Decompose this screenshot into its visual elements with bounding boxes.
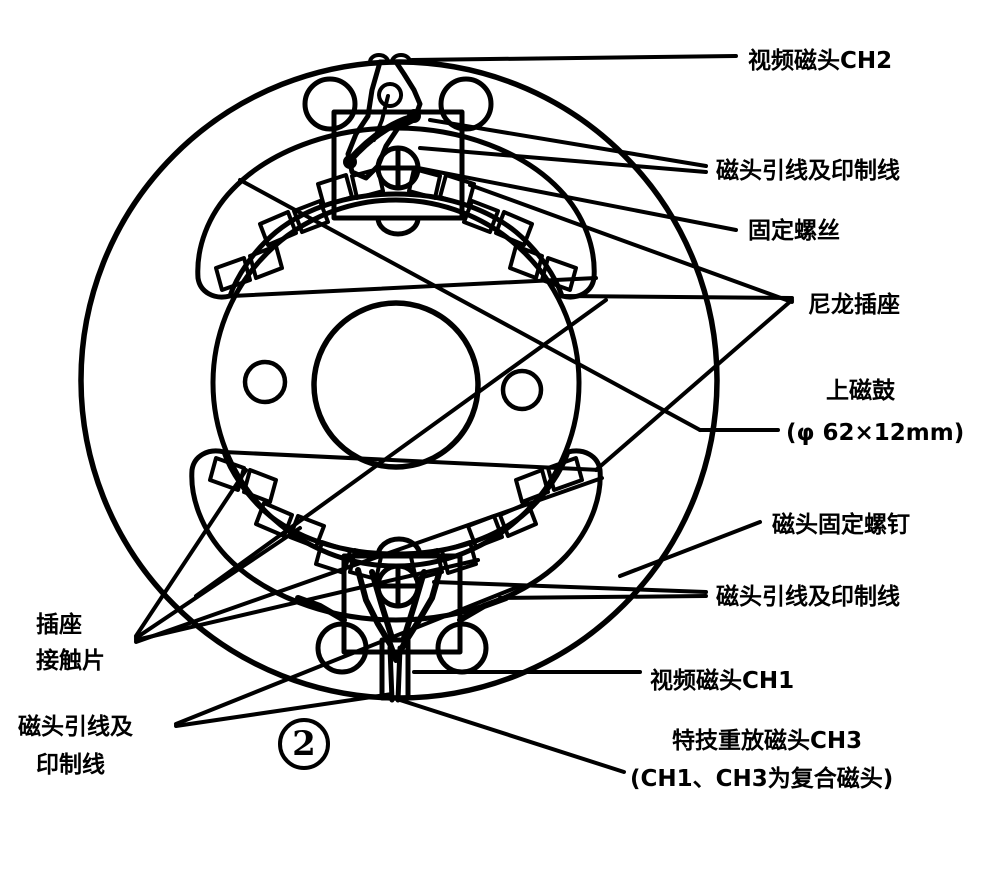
label-upper-drum-dimensions: (φ 62×12mm) — [786, 420, 965, 446]
leader-lines-right — [398, 54, 794, 774]
label-head-leads-left-line1: 磁头引线及 — [18, 714, 133, 740]
label-trick-play-head-ch3: 特技重放磁头CH3 — [672, 728, 863, 754]
label-video-head-ch2: 视频磁头CH2 — [748, 48, 893, 74]
internal-wiring-lines — [194, 178, 702, 598]
label-head-leads-printed-wire-top: 磁头引线及印制线 — [716, 158, 900, 184]
bolt-hole-right — [500, 368, 544, 412]
video-head-mount-ch1-ch3 — [295, 536, 509, 703]
label-nylon-socket: 尼龙插座 — [808, 292, 900, 318]
phillips-screw-icon-top — [375, 145, 421, 191]
label-socket-contact-line1: 插座 — [36, 612, 82, 638]
leader-lines-left — [134, 468, 604, 728]
label-head-leads-printed-wire-bottom: 磁头引线及印制线 — [716, 584, 900, 610]
bolt-hole-left — [242, 359, 288, 405]
label-fixing-screw: 固定螺丝 — [748, 218, 840, 244]
label-head-leads-left-line2: 印制线 — [36, 752, 105, 778]
label-head-fixing-bolt: 磁头固定螺钉 — [772, 512, 910, 538]
figure-number-marker: 2 — [278, 718, 330, 770]
hub-bore-circle — [311, 300, 481, 470]
phillips-screw-icon-bottom — [375, 563, 421, 609]
label-video-head-ch1: 视频磁头CH1 — [650, 668, 795, 694]
label-composite-head-note: (CH1、CH3为复合磁头) — [630, 766, 894, 792]
label-socket-contact-line2: 接触片 — [36, 648, 105, 674]
label-upper-drum-title: 上磁鼓 — [826, 378, 895, 404]
